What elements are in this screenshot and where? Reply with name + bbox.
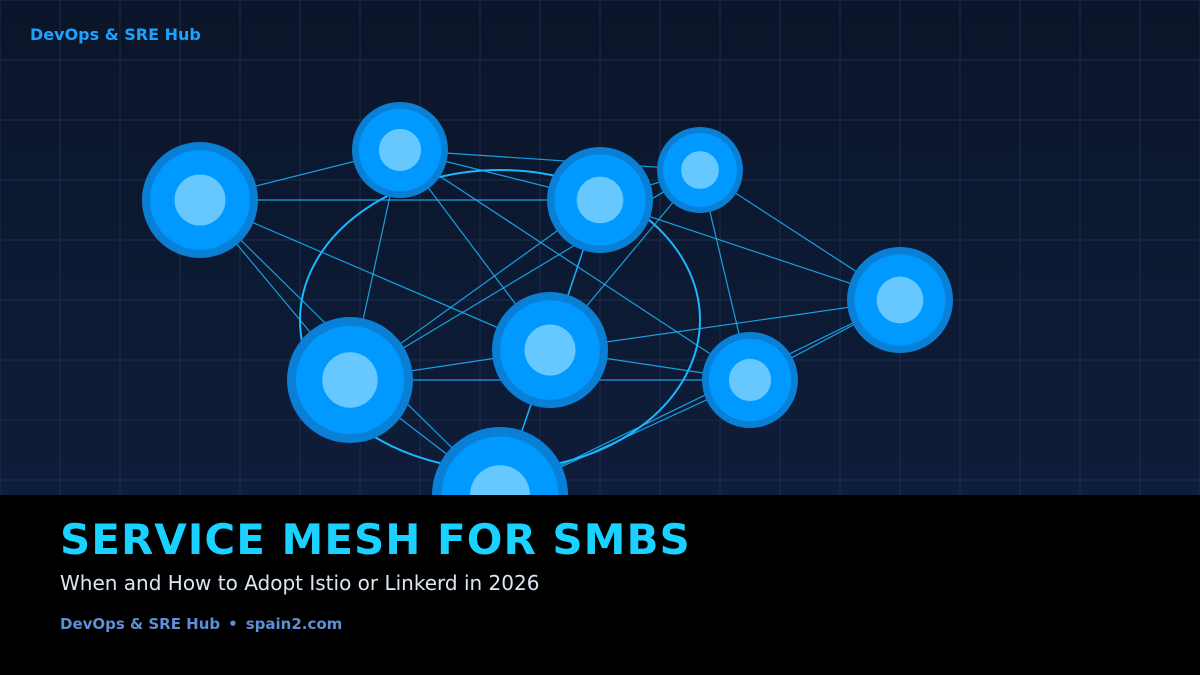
mesh-edge [399,149,751,381]
mesh-edge [399,149,701,171]
service-node [492,292,608,408]
service-node [547,147,653,253]
mesh-nodes [142,102,953,495]
service-mesh-graphic [0,0,1200,495]
mesh-edge [549,299,901,351]
title-band [0,495,1200,675]
service-node [287,317,413,443]
service-node [847,247,953,353]
service-node [352,102,448,198]
service-node [657,127,743,213]
footer-publisher: DevOps & SRE Hub [60,615,221,633]
service-node [142,142,258,258]
footer-site-link[interactable]: spain2.com [245,615,343,633]
mesh-edge [199,199,551,351]
mesh-edge [499,299,901,495]
footer-separator: • [228,615,238,633]
page-subtitle: When and How to Adopt Istio or Linkerd i… [60,571,540,595]
service-node [432,427,568,495]
brand-label: DevOps & SRE Hub [30,25,201,44]
footer-credits: DevOps & SRE Hub • spain2.com [60,615,342,633]
page-title: SERVICE MESH FOR SMBS [60,515,691,564]
hero-illustration: DevOps & SRE Hub [0,0,1200,495]
service-node [702,332,798,428]
